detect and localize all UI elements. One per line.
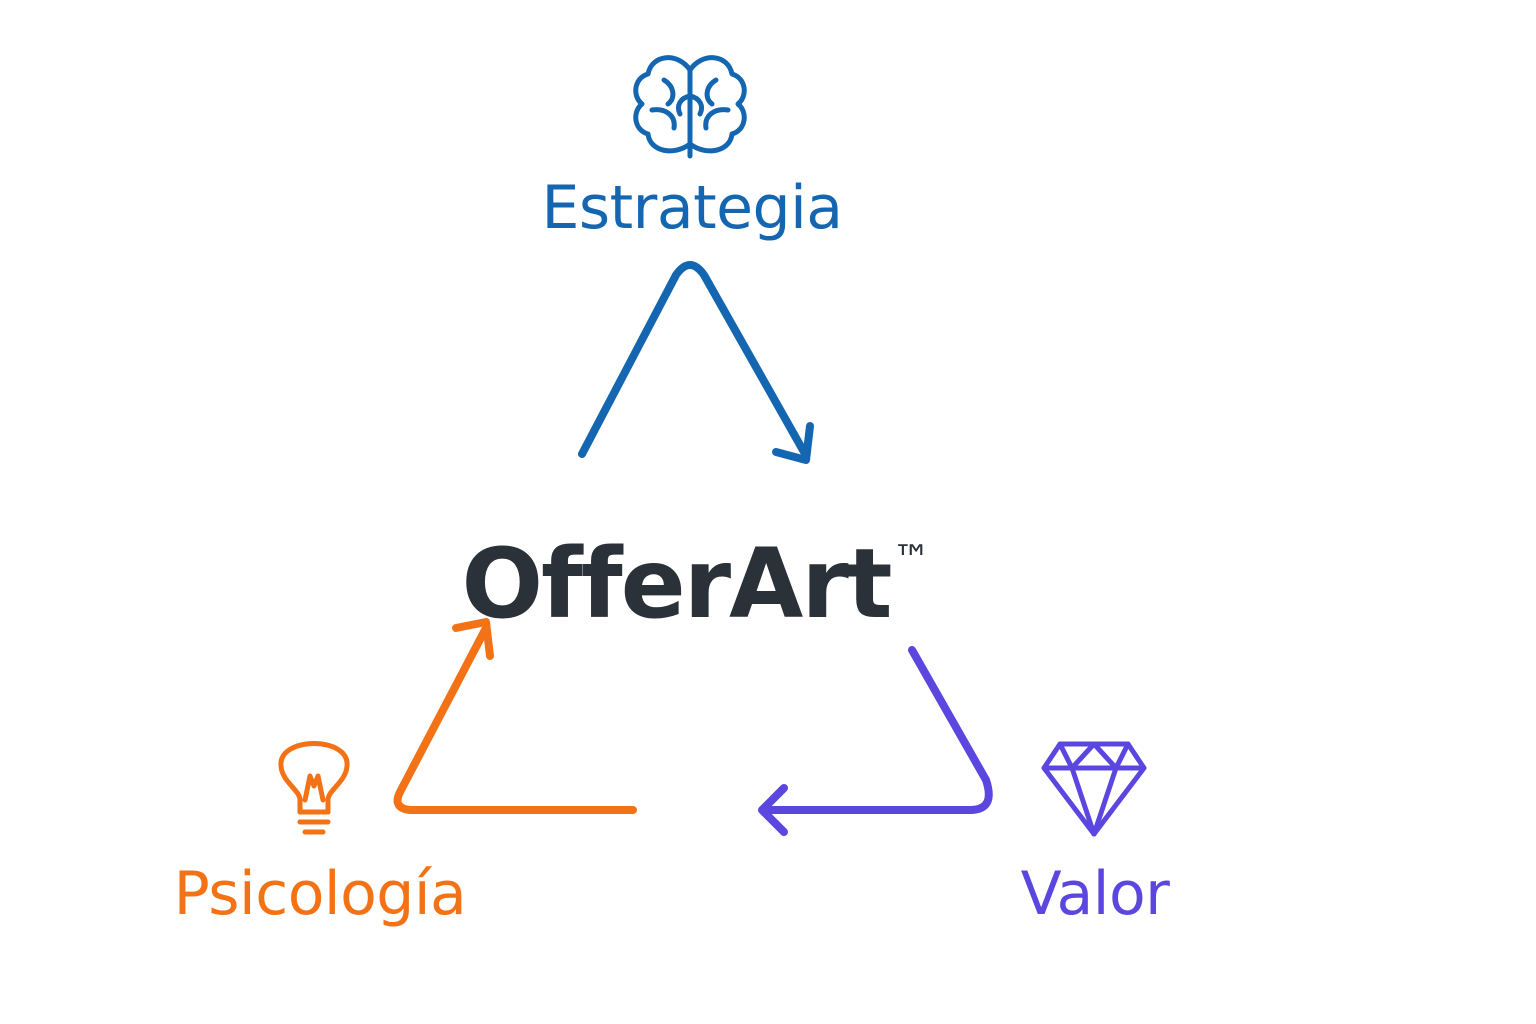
node-label-psicologia: Psicología (173, 859, 467, 929)
node-label-estrategia: Estrategia (541, 173, 843, 243)
brain-icon (633, 55, 747, 159)
arrow-psicologia-to-center (393, 618, 637, 814)
center-title-text: OfferArt (461, 528, 892, 640)
diamond-icon (1041, 741, 1147, 837)
node-label-valor: Valor (1020, 859, 1170, 929)
arrow-valor-to-psicologia (758, 646, 993, 836)
center-title: OfferArt™ (461, 536, 930, 632)
lightbulb-icon (278, 741, 350, 835)
arrow-estrategia-to-center (578, 261, 814, 464)
trademark-symbol: ™ (892, 537, 931, 581)
